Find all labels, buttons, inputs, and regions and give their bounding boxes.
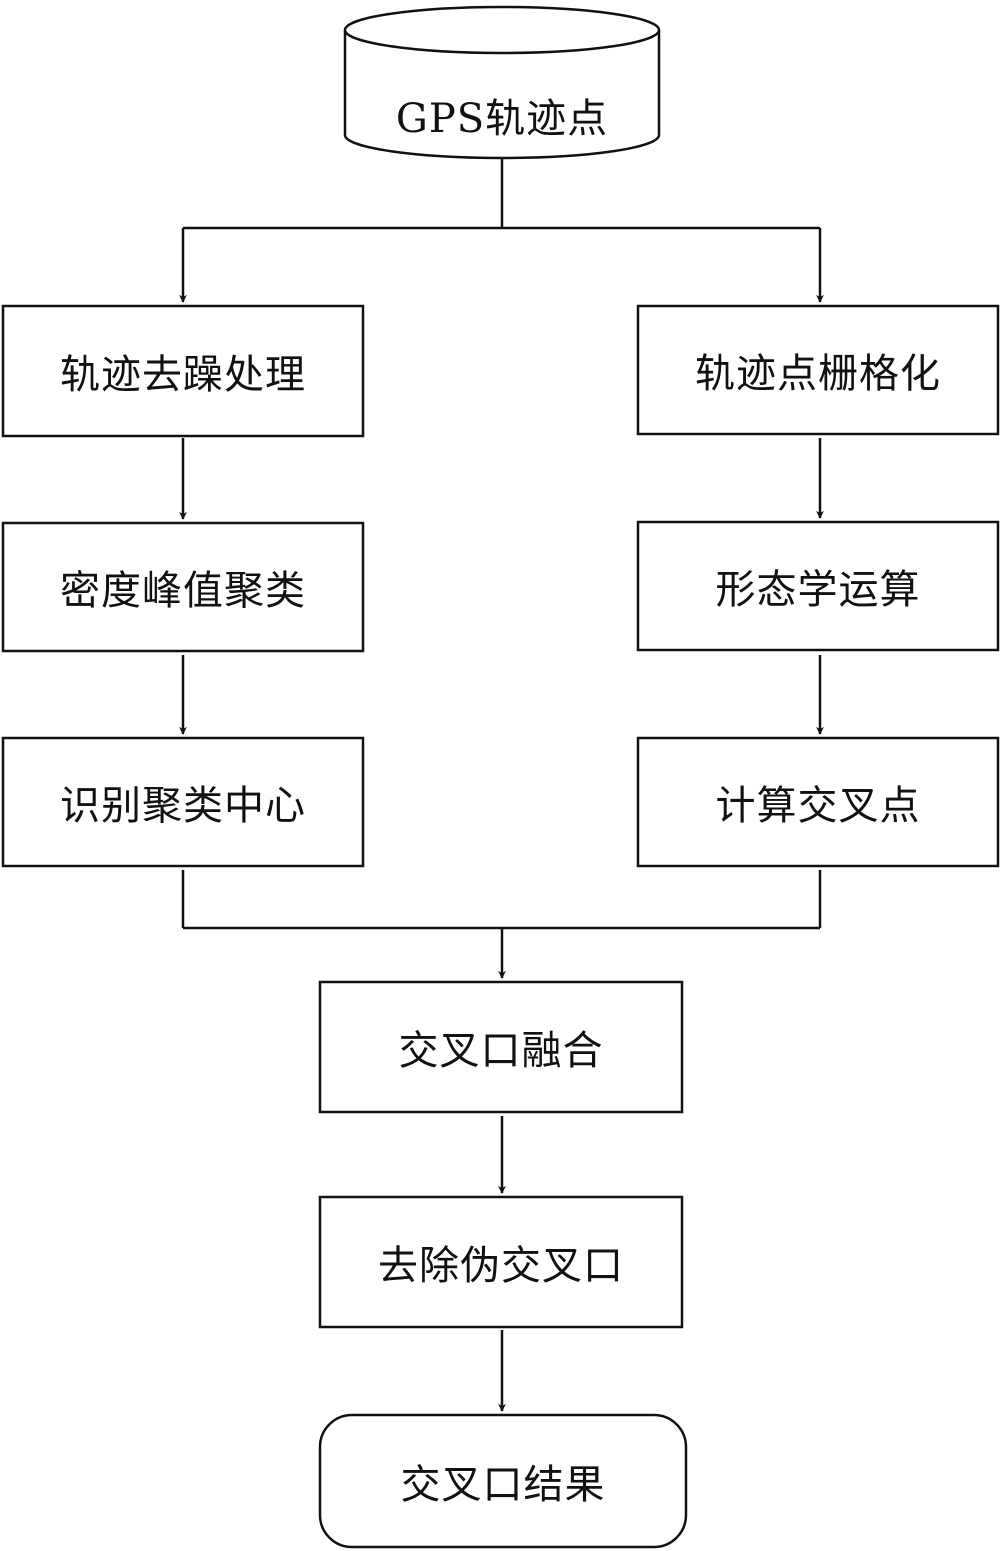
box-rasterize (636, 304, 1000, 436)
box-remove (318, 1195, 684, 1329)
box-density (1, 521, 365, 653)
box-morph (636, 520, 1000, 652)
density-clustering-label: 密度峰值聚类 (60, 568, 306, 614)
compute-intersections-label: 计算交叉点 (715, 783, 921, 829)
box-compute (636, 736, 1000, 868)
box-fusion (318, 980, 684, 1114)
denoise-label: 轨迹去躁处理 (60, 352, 306, 398)
box-denoise (1, 304, 365, 438)
identify-centers-label: 识别聚类中心 (60, 783, 306, 829)
morphology-label: 形态学运算 (715, 567, 921, 613)
remove-false-intersections-label: 去除伪交叉口 (378, 1243, 624, 1289)
intersection-result-label: 交叉口结果 (400, 1462, 606, 1508)
box-identify (1, 736, 365, 868)
gps-points-label: GPS轨迹点 (395, 96, 609, 142)
intersection-fusion-label: 交叉口融合 (398, 1028, 604, 1074)
box-result (318, 1413, 688, 1549)
gps-database-shape (343, 5, 661, 160)
rasterize-label: 轨迹点栅格化 (695, 351, 941, 397)
